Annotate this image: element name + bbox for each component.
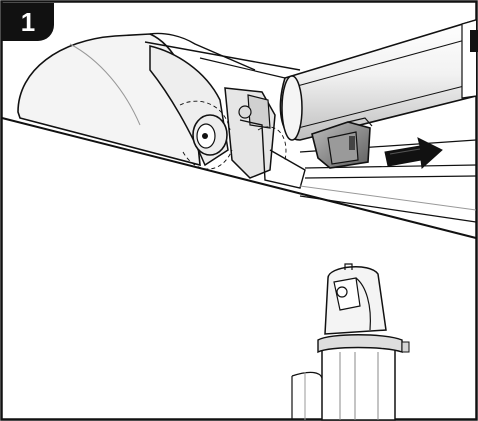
step-number: 1 bbox=[20, 6, 36, 37]
step-number-badge: 1 bbox=[2, 3, 54, 41]
arm-bracket bbox=[149, 45, 306, 189]
sliding-clip bbox=[311, 117, 373, 169]
direction-arrow-icon bbox=[384, 137, 443, 170]
wall-edge bbox=[291, 371, 323, 420]
support-leg bbox=[317, 263, 410, 421]
arm-tube bbox=[279, 18, 478, 141]
upper-rail bbox=[144, 41, 301, 79]
